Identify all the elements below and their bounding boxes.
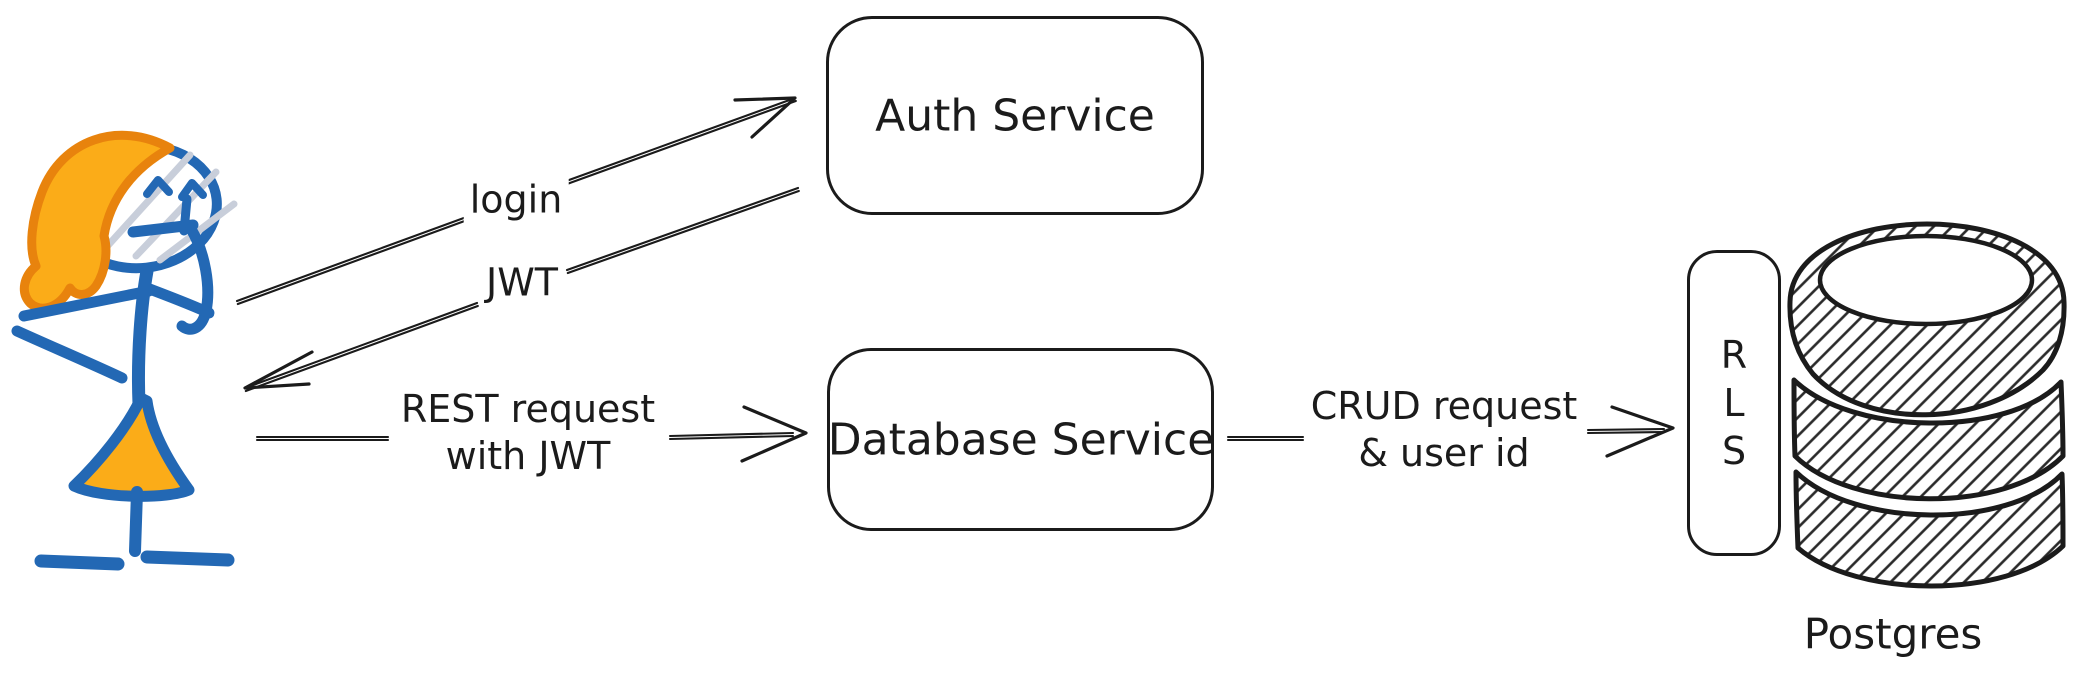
db-top-opening	[1817, 233, 2035, 327]
rls-letter-s: S	[1721, 429, 1747, 473]
crud-arrowhead	[1605, 405, 1675, 458]
rls-letter-r: R	[1720, 333, 1748, 377]
crud-request-label: CRUD request & user id	[1304, 383, 1584, 477]
db-middle-band	[1791, 377, 2066, 502]
stick-figure-user-icon	[11, 130, 238, 571]
rest-request-label-line1: REST request	[400, 387, 656, 431]
database-service-node	[827, 348, 1214, 531]
user-right-eye	[178, 179, 207, 201]
user-left-forearm	[11, 325, 128, 384]
crud-request-label-line2: & user id	[1358, 431, 1530, 475]
jwt-arrow-label: JWT	[480, 259, 564, 307]
user-body	[11, 176, 235, 571]
jwt-arrowhead	[243, 350, 314, 390]
crud-request-arrow	[1226, 405, 1675, 458]
rest-request-label: REST request with JWT	[394, 386, 662, 480]
user-torso	[131, 264, 154, 411]
user-left-upper-arm	[18, 285, 155, 322]
login-arrow	[235, 96, 797, 306]
user-left-foot	[34, 554, 125, 571]
postgres-label: Postgres	[1803, 609, 1983, 659]
auth-service-node	[826, 16, 1204, 215]
database-cylinder-icon	[1787, 221, 2067, 589]
login-arrowhead	[733, 96, 797, 139]
user-right-foot	[140, 550, 235, 567]
database-service-label: Database Service	[827, 414, 1215, 466]
user-finger	[179, 194, 192, 236]
user-left-eye	[143, 176, 173, 198]
rest-request-label-line2: with JWT	[445, 434, 611, 478]
rls-node: R L S	[1687, 250, 1781, 556]
user-shoulder	[141, 282, 215, 319]
rest-arrowhead	[740, 405, 808, 463]
db-bottom-band	[1793, 469, 2066, 589]
user-skirt	[68, 392, 195, 502]
crud-request-label-line1: CRUD request	[1310, 384, 1578, 428]
rls-letter-l: L	[1723, 381, 1745, 425]
rest-request-arrow	[255, 405, 808, 463]
auth-service-label: Auth Service	[875, 90, 1155, 142]
jwt-arrow	[243, 186, 800, 393]
login-arrow-label: login	[463, 176, 569, 224]
user-leg	[129, 486, 143, 557]
